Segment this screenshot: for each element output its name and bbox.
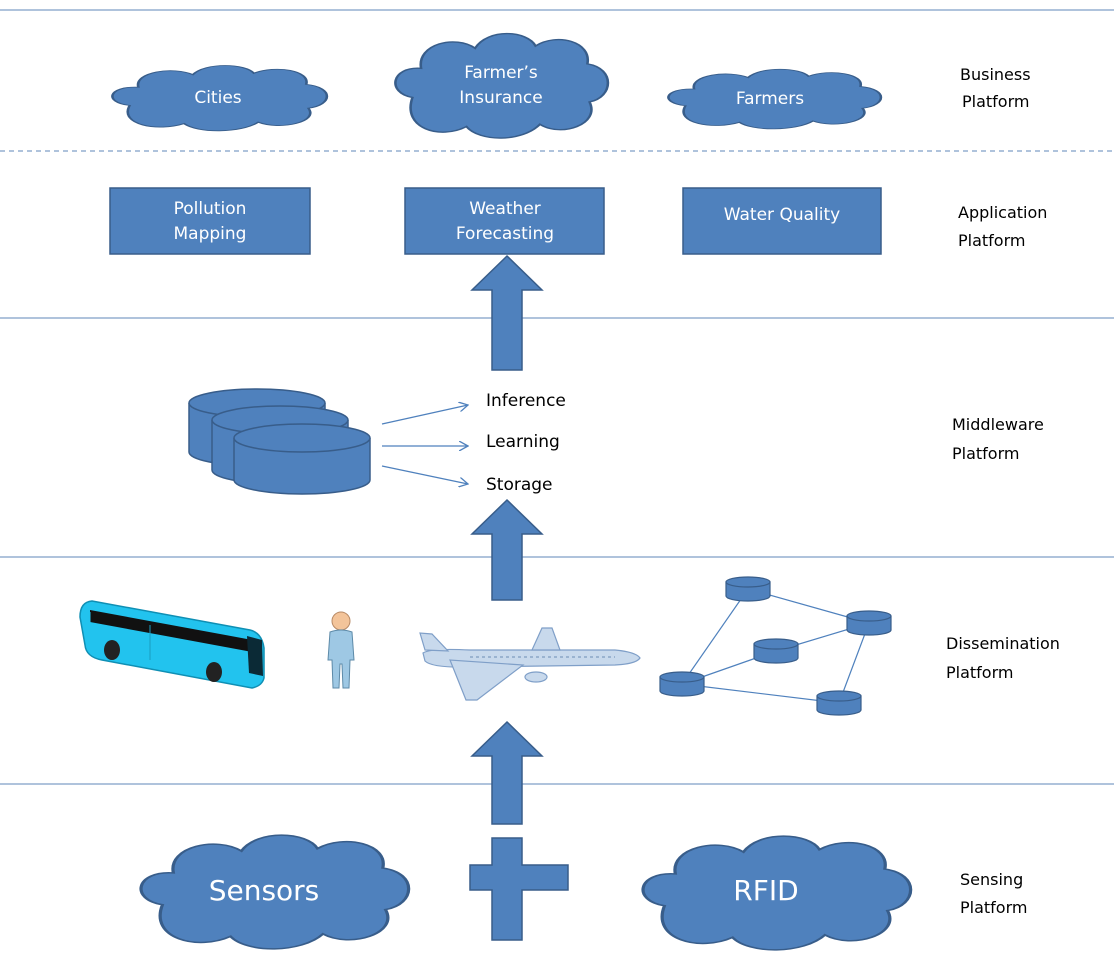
- arrow-up-icon: [470, 498, 544, 601]
- bus-icon: [79, 600, 265, 689]
- database-icon: [816, 690, 862, 716]
- farmers-cloud-label: Farmers: [736, 89, 804, 109]
- arrow-to-inference: [381, 405, 468, 425]
- sensors-cloud-label: Sensors: [209, 874, 320, 907]
- arrow-to-storage: [381, 465, 468, 484]
- bus-wheel: [206, 662, 222, 682]
- airplane-icon: [419, 627, 641, 701]
- database-icon: [753, 638, 799, 664]
- storage-label: Storage: [486, 475, 553, 495]
- database-icon: [846, 610, 892, 636]
- rfid-cloud-label: RFID: [733, 874, 798, 907]
- database-icon: [233, 423, 371, 495]
- water-quality-box: [682, 187, 882, 255]
- database-icon: [725, 576, 771, 602]
- plus-icon: [469, 837, 569, 941]
- pollution-mapping-box: [109, 187, 311, 255]
- middleware-arrows: [381, 405, 468, 484]
- arrow-up-icon: [470, 720, 544, 825]
- water-quality-label: Water Quality: [724, 205, 840, 225]
- sensing-clouds: Sensors RFID: [139, 833, 913, 952]
- database-stack: [188, 388, 371, 495]
- layer-dividers: [0, 9, 1114, 785]
- arrow-up-icon: [470, 254, 544, 371]
- flow-arrows: [470, 254, 544, 825]
- person-icon: [327, 611, 355, 689]
- cities-cloud-label: Cities: [194, 88, 241, 108]
- network-icon: [659, 576, 892, 716]
- middleware-functions: Inference Learning Storage: [486, 391, 566, 495]
- cloud-icon: [394, 32, 610, 140]
- bus-wheel: [104, 640, 120, 660]
- inference-label: Inference: [486, 391, 566, 411]
- database-icon: [659, 671, 705, 697]
- weather-forecasting-box: [404, 187, 605, 255]
- learning-label: Learning: [486, 432, 560, 452]
